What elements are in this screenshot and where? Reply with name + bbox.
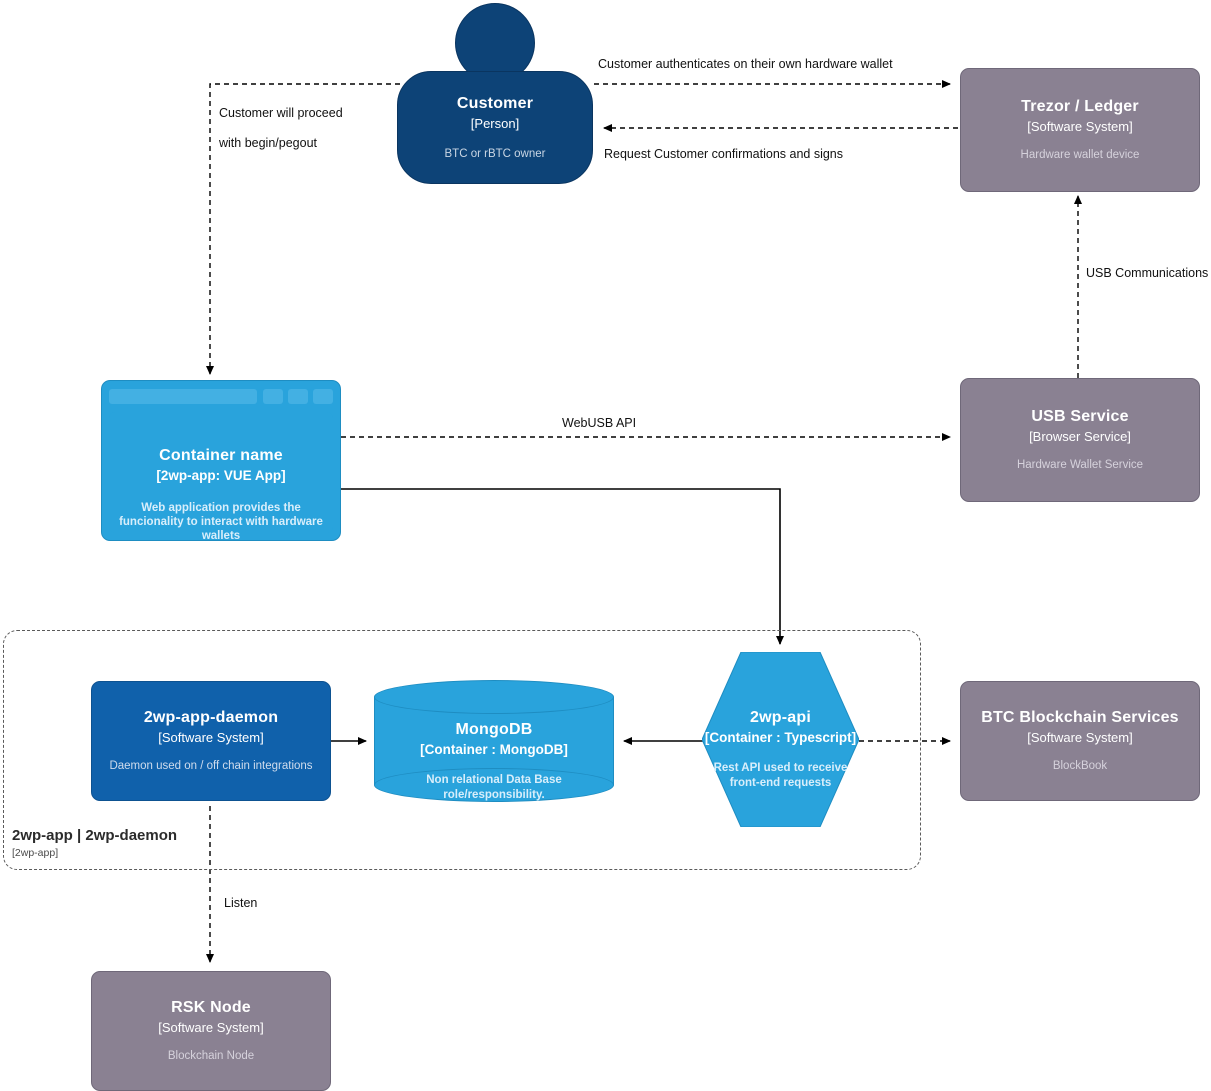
boundary-name: 2wp-app | 2wp-daemon — [12, 827, 178, 844]
boundary-label: 2wp-app | 2wp-daemon [2wp-app] — [12, 826, 312, 860]
edge-label-webusb-api: WebUSB API — [562, 416, 637, 430]
node-btc-blockchain-services-title: BTC Blockchain Services — [981, 709, 1179, 726]
edge-label-customer-to-app-line1: Customer will proceed — [219, 106, 343, 120]
node-mongodb-title: MongoDB — [455, 721, 533, 738]
edge-label-usb-communications: USB Communications — [1086, 266, 1209, 280]
node-trezor-ledger-tech: [Software System] — [1027, 119, 1133, 134]
node-2wp-app-daemon-title: 2wp-app-daemon — [143, 709, 279, 726]
node-trezor-ledger-title: Trezor / Ledger — [1021, 98, 1139, 115]
node-customer-title: Customer — [456, 94, 534, 112]
node-rsk-node-title: RSK Node — [171, 999, 251, 1016]
node-vue-app[interactable]: Container name [2wp-app: VUE App] Web ap… — [101, 380, 341, 542]
edge-label-customer-to-trezor: Customer authenticates on their own hard… — [598, 57, 893, 71]
node-vue-app-title: Container name — [159, 447, 283, 464]
node-rsk-node-tech: [Software System] — [158, 1020, 264, 1035]
boundary-2wp-app — [3, 630, 921, 870]
node-2wp-app-daemon-desc: Daemon used on / off chain integrations — [109, 760, 313, 772]
node-mongodb-tech: [Container : MongoDB] — [420, 742, 568, 757]
node-2wp-api-title: 2wp-api — [750, 709, 811, 726]
cylinder-bottom-ellipse — [374, 768, 614, 802]
node-trezor-ledger[interactable]: Trezor / Ledger [Software System] Hardwa… — [960, 68, 1200, 192]
browser-close-icon[interactable] — [313, 389, 333, 404]
node-btc-blockchain-services[interactable]: BTC Blockchain Services [Software System… — [960, 681, 1200, 801]
node-2wp-api-tech: [Container : Typescript] — [704, 730, 857, 745]
node-mongodb[interactable]: MongoDB [Container : MongoDB] Non relati… — [374, 680, 614, 802]
edge-customer-to-vue-app — [206, 83, 400, 375]
node-trezor-ledger-desc: Hardware wallet device — [1020, 149, 1140, 161]
hexagon-shape — [702, 652, 859, 827]
edge-label-customer-to-app-line2: with begin/pegout — [219, 136, 317, 150]
node-customer-tech: [Person] — [470, 115, 520, 131]
node-2wp-app-daemon[interactable]: 2wp-app-daemon [Software System] Daemon … — [91, 681, 331, 801]
edge-vue-app-to-api — [341, 488, 784, 645]
edge-label-listen: Listen — [224, 896, 258, 910]
node-2wp-api-label: 2wp-api [Container : Typescript] Rest AP… — [702, 708, 859, 791]
node-usb-service-desc: Hardware Wallet Service — [1016, 459, 1144, 471]
person-head-icon — [455, 3, 535, 83]
node-2wp-api-desc: Rest API used to receive front-end reque… — [713, 762, 848, 789]
browser-content: Container name [2wp-app: VUE App] Web ap… — [109, 412, 333, 542]
node-customer[interactable]: Customer [Person] BTC or rBTC owner — [397, 3, 593, 184]
node-mongodb-desc: Non relational Data Base role/responsibi… — [426, 774, 562, 801]
node-btc-blockchain-services-desc: BlockBook — [1052, 760, 1108, 772]
node-vue-app-desc: Web application provides the funcionalit… — [119, 502, 323, 542]
browser-title-bar — [109, 388, 333, 405]
cylinder-top-ellipse — [374, 680, 614, 714]
node-2wp-api[interactable]: 2wp-api [Container : Typescript] Rest AP… — [702, 652, 859, 827]
edge-label-trezor-to-customer: Request Customer confirmations and signs — [604, 147, 844, 161]
person-body: Customer [Person] BTC or rBTC owner — [397, 71, 593, 184]
browser-maximize-icon[interactable] — [288, 389, 308, 404]
node-usb-service[interactable]: USB Service [Browser Service] Hardware W… — [960, 378, 1200, 502]
node-vue-app-tech: [2wp-app: VUE App] — [156, 468, 286, 483]
browser-minimize-icon[interactable] — [263, 389, 283, 404]
node-rsk-node-desc: Blockchain Node — [167, 1050, 255, 1062]
boundary-tech: [2wp-app] — [12, 847, 59, 859]
node-usb-service-tech: [Browser Service] — [1029, 429, 1131, 444]
node-2wp-app-daemon-tech: [Software System] — [158, 730, 264, 745]
node-usb-service-title: USB Service — [1031, 408, 1129, 425]
browser-address-bar[interactable] — [109, 389, 257, 404]
node-customer-desc: BTC or rBTC owner — [444, 147, 546, 160]
node-btc-blockchain-services-tech: [Software System] — [1027, 730, 1133, 745]
node-rsk-node[interactable]: RSK Node [Software System] Blockchain No… — [91, 971, 331, 1091]
node-mongodb-label: MongoDB [Container : MongoDB] Non relati… — [374, 720, 614, 803]
